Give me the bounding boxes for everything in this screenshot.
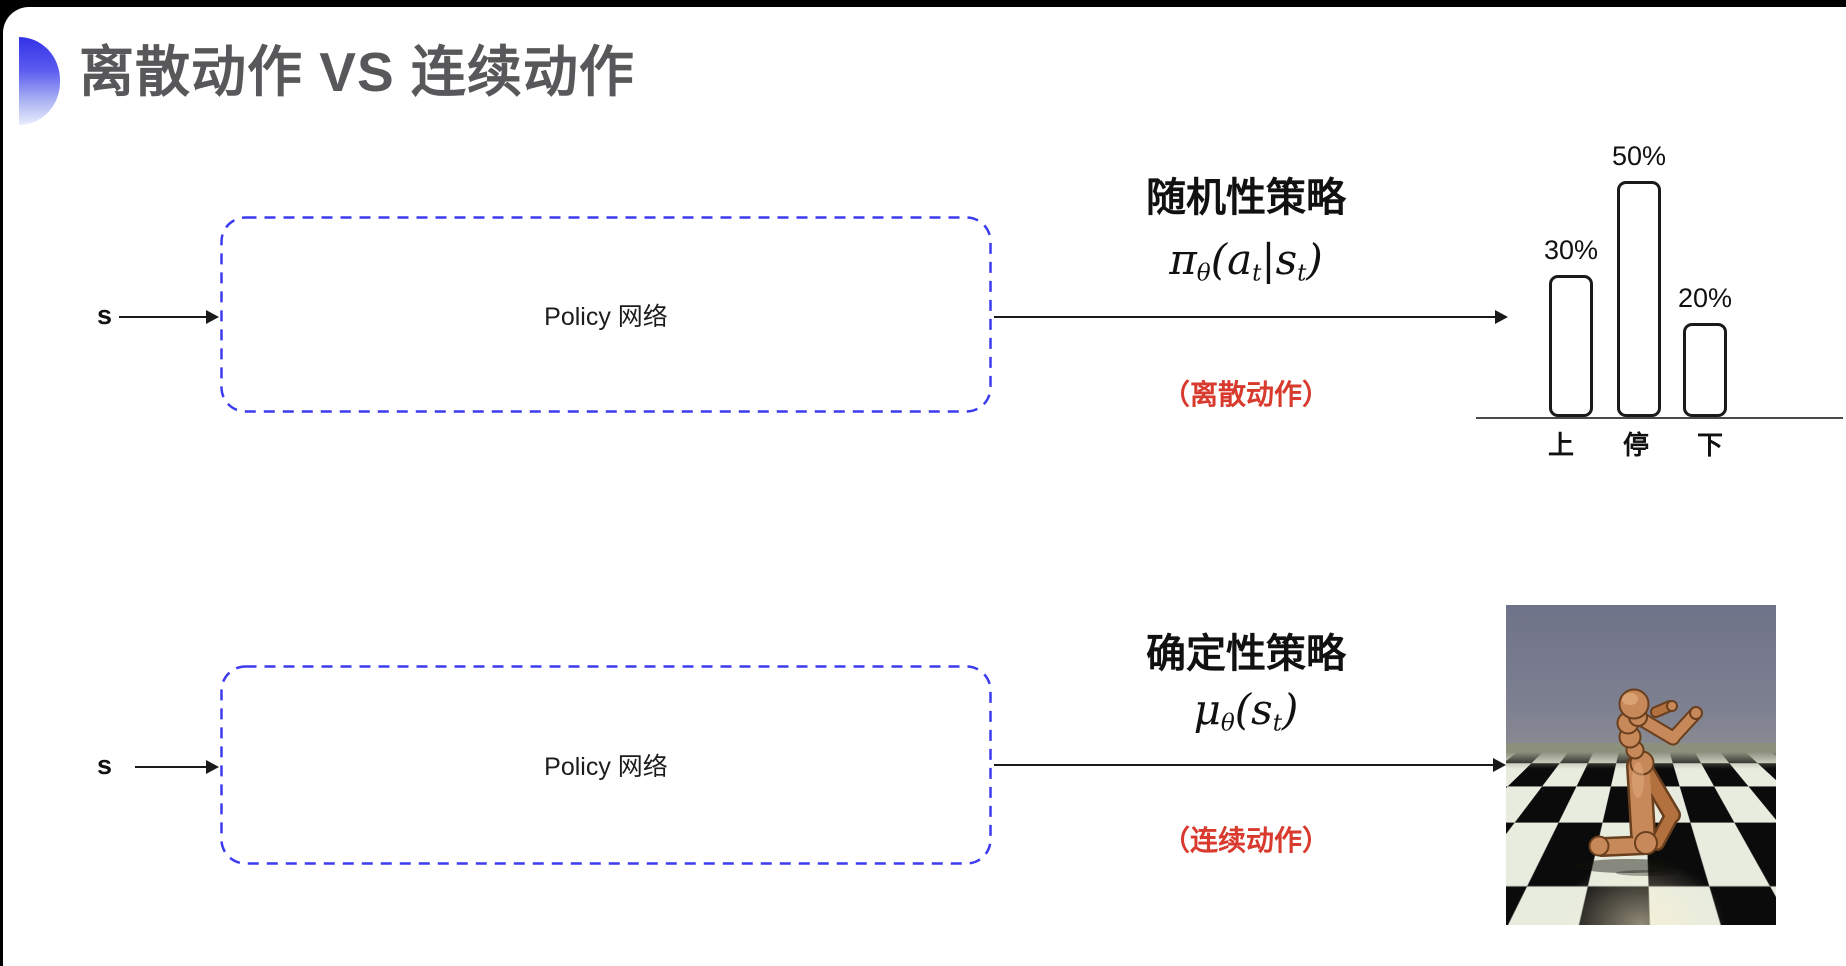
formula-part: (a [1210,235,1253,284]
stochastic-policy-title: 随机性策略 [1146,176,1346,220]
title-bullet-leaf-icon [19,37,60,125]
page-title: 离散动作 VS 连续动作 [79,41,635,103]
formula-symbol: μ [1193,685,1221,734]
formula-subscript: θ [1196,260,1211,287]
top-state-input-label: s [97,300,113,330]
bottom-policy-box-label: Policy 网络 [544,753,668,781]
action-probability-bar-chart: 30% 50% 20% 上 停 下 [1476,107,1846,473]
formula-subscript: t [1252,260,1262,287]
bar-value-label: 20% [1677,283,1733,313]
humanoid-simulation-image [1506,605,1776,925]
top-policy-box-label: Policy 网络 [544,302,668,331]
x-tick-stop: 停 [1622,430,1649,460]
bottom-state-input-label: s [97,750,113,780]
formula-part: ) [1306,235,1323,284]
formula-part: (s [1234,685,1273,734]
formula-subscript: t [1297,260,1307,287]
humanoid-robot [1576,688,1703,876]
top-input-arrow [119,310,219,324]
formula-symbol: π [1169,235,1197,284]
deterministic-policy-title: 确定性策略 [1146,632,1346,676]
x-tick-up: 上 [1547,430,1574,460]
slide-background: 离散动作 VS 连续动作 s Policy 网络 随机性策略 πθ(at|st)… [3,7,1846,966]
dashed-border [220,216,992,413]
bar [1683,323,1727,417]
dashed-border [220,665,992,865]
bar [1549,275,1593,417]
bar-group-up: 30% [1544,235,1598,417]
continuous-action-note: （连续动作） [1161,825,1330,856]
deterministic-policy-formula: μθ(st) [1061,685,1431,736]
discrete-action-note: （离散动作） [1161,379,1330,410]
bottom-policy-network-box: Policy 网络 [220,665,992,865]
x-axis-line [1476,417,1843,419]
stochastic-policy-formula: πθ(at|st) [1061,235,1431,286]
formula-part: ) [1282,685,1299,734]
robot-shadow [1576,859,1680,873]
x-tick-down: 下 [1696,430,1723,460]
top-output-arrow [994,310,1508,324]
bottom-input-arrow [135,760,219,774]
bar-group-stop: 50% [1612,141,1666,417]
bar [1617,181,1661,417]
top-policy-network-box: Policy 网络 [220,216,992,413]
formula-subscript: θ [1220,710,1235,737]
bottom-output-arrow [994,758,1506,772]
bar-value-label: 50% [1611,141,1667,171]
formula-part: |s [1261,235,1298,284]
robot-foot [1588,835,1610,857]
bar-value-label: 30% [1543,235,1599,265]
floor-glow [1554,859,1728,925]
formula-subscript: t [1272,710,1283,737]
bar-group-down: 20% [1678,283,1732,417]
